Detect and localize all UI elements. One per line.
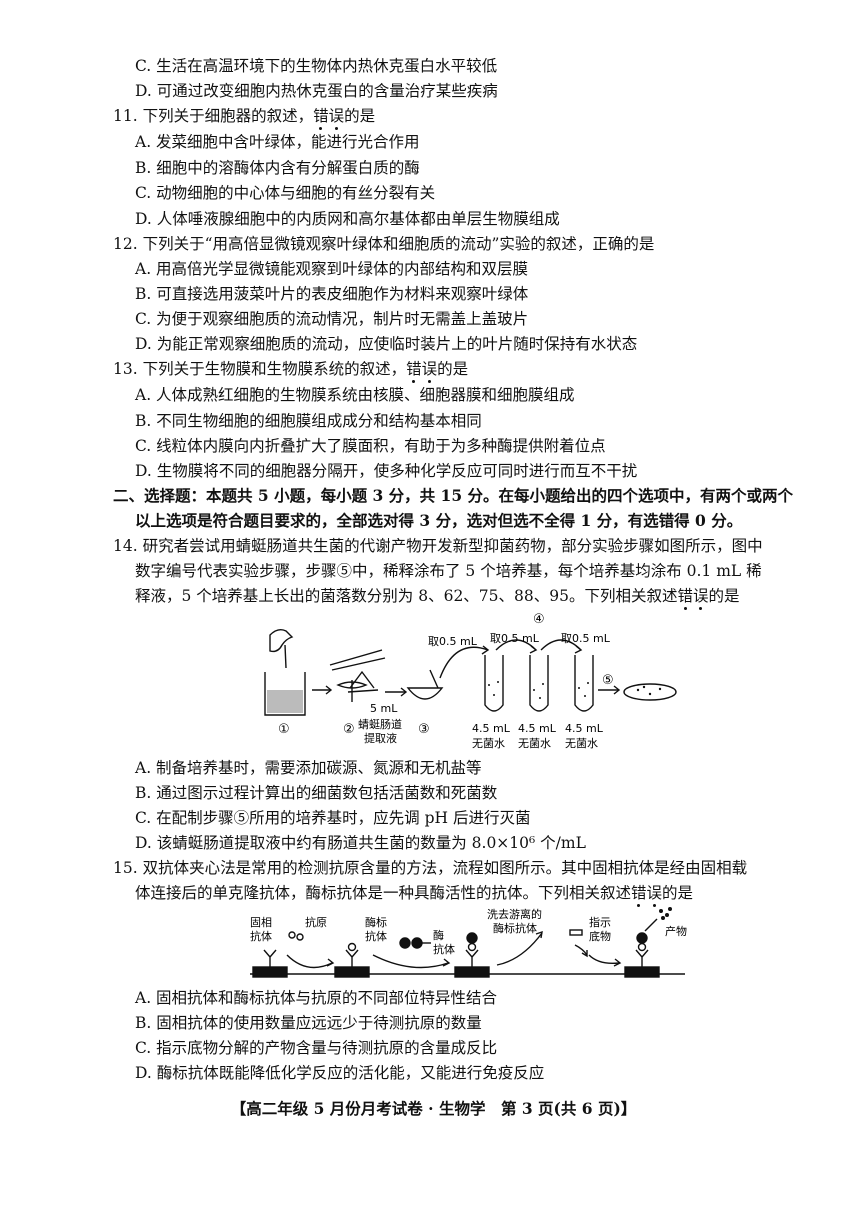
transfer-label: 取0.5 mL — [490, 632, 540, 645]
enzyme-antibody-label: 抗体 — [365, 929, 387, 943]
q13-stem: 13. 下列关于生物膜和生物膜系统的叙述，错误的是 — [113, 358, 468, 383]
enzyme-label: 酶 — [433, 929, 444, 942]
petri-dish-icon — [623, 683, 677, 701]
test-tube-2 — [529, 655, 549, 712]
q14-option-c: C. 在配制步骤⑤所用的培养基时，应先调 pH 后进行灭菌 — [135, 809, 531, 827]
mortar-icon — [406, 687, 444, 700]
product-label: 产物 — [665, 924, 687, 938]
section2-instructions-line2: 以上选项是符合题目要求的，全部选对得 3 分，选对但选不全得 1 分，有选错得 … — [135, 511, 743, 530]
q11-option-d: D. 人体唾液腺细胞中的内质网和高尔基体都由单层生物膜组成 — [135, 210, 560, 228]
q15-option-d: D. 酶标抗体既能降低化学反应的活化能，又能进行免疫反应 — [135, 1064, 545, 1082]
test-tube-3 — [574, 655, 594, 712]
q15-option-c: C. 指示底物分解的产物含量与待测抗原的含量成反比 — [135, 1039, 498, 1057]
substrate-icon — [569, 929, 583, 936]
tube-volume: 4.5 mL — [518, 722, 557, 735]
q15-stem-line1: 15. 双抗体夹心法是常用的检测抗原含量的方法，流程如图所示。其中固相抗体是经由… — [113, 859, 748, 877]
q13-option-a: A. 人体成熟红细胞的生物膜系统由核膜、细胞器膜和细胞膜组成 — [135, 386, 575, 404]
emphasis-mark: 错误 — [677, 587, 709, 610]
q11-option-c: C. 动物细胞的中心体与细胞的有丝分裂有关 — [135, 184, 436, 202]
enzyme-labelled-antibody-icon — [399, 937, 411, 949]
antibody-icon — [263, 949, 277, 967]
enzyme-antibody-label: 酶标 — [365, 915, 387, 929]
volume-label: 5 mL — [370, 702, 398, 715]
beaker-icon — [264, 672, 306, 716]
q14-stem-line1: 14. 研究者尝试用蜻蜓肠道共生菌的代谢产物开发新型抑菌药物，部分实验步骤如图所… — [113, 537, 763, 555]
substrate-label: 底物 — [589, 929, 611, 943]
q10-option-d: D. 可通过改变细胞内热休克蛋白的含量治疗某些疾病 — [135, 82, 498, 100]
wash-label: 洗去游离的 — [487, 907, 542, 921]
q11-option-a: A. 发菜细胞中含叶绿体，能进行光合作用 — [135, 133, 420, 151]
tweezers-icon — [329, 649, 386, 671]
q10-option-c: C. 生活在高温环境下的生物体内热休克蛋白水平较低 — [135, 57, 498, 75]
q13-option-d: D. 生物膜将不同的细胞器分隔开，使多种化学反应可同时进行而互不干扰 — [135, 462, 638, 480]
solid-phase-antibody-label: 抗体 — [250, 929, 272, 943]
q11-stem: 11. 下列关于细胞器的叙述，错误的是 — [113, 105, 375, 130]
tube-content: 无菌水 — [472, 737, 505, 750]
step-label: ⑤ — [602, 673, 614, 688]
q14-stem-line2: 数字编号代表实验步骤，步骤⑤中，稀释涂布了 5 个培养基，每个培养基均涂布 0.… — [135, 562, 762, 580]
step-label: ④ — [533, 612, 545, 627]
q11-option-b: B. 细胞中的溶酶体内含有分解蛋白质的酶 — [135, 159, 420, 177]
q14-diagram: ① ② ③ ④ ⑤ 5 mL 蜻蜓肠道 提取液 取0.5 mL 取0.5 mL … — [264, 612, 677, 750]
wash-label: 酶标抗体 — [493, 921, 537, 935]
q12-option-b: B. 可直接选用菠菜叶片的表皮细胞作为材料来观察叶绿体 — [135, 285, 529, 303]
page-footer: 【高二年级 5 月份月考试卷 · 生物学 第 3 页(共 6 页)】 — [230, 1099, 637, 1118]
substrate-label: 指示 — [589, 915, 611, 929]
carrier-block — [252, 966, 288, 978]
q14-option-d: D. 该蜻蜓肠道提取液中约有肠道共生菌的数量为 8.0×10⁶ 个/mL — [135, 834, 586, 852]
step-label: ③ — [418, 722, 430, 737]
dragonfly-icon — [336, 680, 368, 702]
hand-icon — [269, 628, 294, 653]
q15-option-b: B. 固相抗体的使用数量应远远少于待测抗原的数量 — [135, 1014, 482, 1032]
tube-content: 无菌水 — [518, 737, 551, 750]
step-label: ① — [278, 722, 290, 737]
solid-phase-antibody-label: 固相 — [250, 916, 272, 929]
emphasis-mark: 错误 — [406, 360, 437, 383]
q15-stem-line2: 体连接后的单克隆抗体，酶标抗体是一种具酶活性的抗体。下列相关叙述错误的是 — [135, 882, 693, 907]
q15-option-a: A. 固相抗体和酶标抗体与抗原的不同部位特异性结合 — [135, 989, 498, 1007]
q12-option-c: C. 为便于观察细胞质的流动情况，制片时无需盖上盖玻片 — [135, 310, 529, 328]
extract-label: 提取液 — [364, 731, 397, 745]
q13-option-c: C. 线粒体内膜向内折叠扩大了膜面积，有助于为多种酶提供附着位点 — [135, 437, 606, 455]
antibody-label: 抗体 — [433, 942, 455, 956]
q15-diagram: 固相 抗体 抗原 酶标 抗体 酶 抗体 洗去游离的 酶标抗体 指示 底物 产物 — [250, 907, 687, 978]
transfer-label: 取0.5 mL — [561, 632, 611, 645]
test-tube-1 — [484, 655, 504, 712]
antigen-icon — [288, 931, 296, 939]
q12-option-a: A. 用高倍光学显微镜能观察到叶绿体的内部结构和双层膜 — [135, 260, 529, 278]
emphasis-mark: 错误 — [313, 107, 344, 130]
antigen-label: 抗原 — [305, 915, 327, 929]
extract-label: 蜻蜓肠道 — [358, 717, 402, 731]
emphasis-mark: 错误 — [631, 884, 662, 907]
section2-instructions-line1: 二、选择题：本题共 5 小题，每小题 3 分，共 15 分。在每小题给出的四个选… — [113, 486, 794, 505]
q14-stem-line3: 释液，5 个培养基上长出的菌落数分别为 8、62、75、88、95。下列相关叙述… — [135, 585, 740, 610]
product-icon — [659, 907, 672, 920]
step-label: ② — [343, 722, 355, 737]
tube-volume: 4.5 mL — [472, 722, 511, 735]
q14-option-b: B. 通过图示过程计算出的细菌数包括活菌数和死菌数 — [135, 784, 498, 802]
tube-content: 无菌水 — [565, 737, 598, 750]
tube-volume: 4.5 mL — [565, 722, 604, 735]
q13-option-b: B. 不同生物细胞的细胞膜组成成分和结构基本相同 — [135, 412, 482, 430]
transfer-label: 取0.5 mL — [428, 635, 478, 648]
q12-stem: 12. 下列关于“用高倍显微镜观察叶绿体和细胞质的流动”实验的叙述，正确的是 — [113, 235, 655, 253]
q14-option-a: A. 制备培养基时，需要添加碳源、氮源和无机盐等 — [135, 759, 482, 777]
q12-option-d: D. 为能正常观察细胞质的流动，应使临时装片上的叶片随时保持有水状态 — [135, 335, 638, 353]
